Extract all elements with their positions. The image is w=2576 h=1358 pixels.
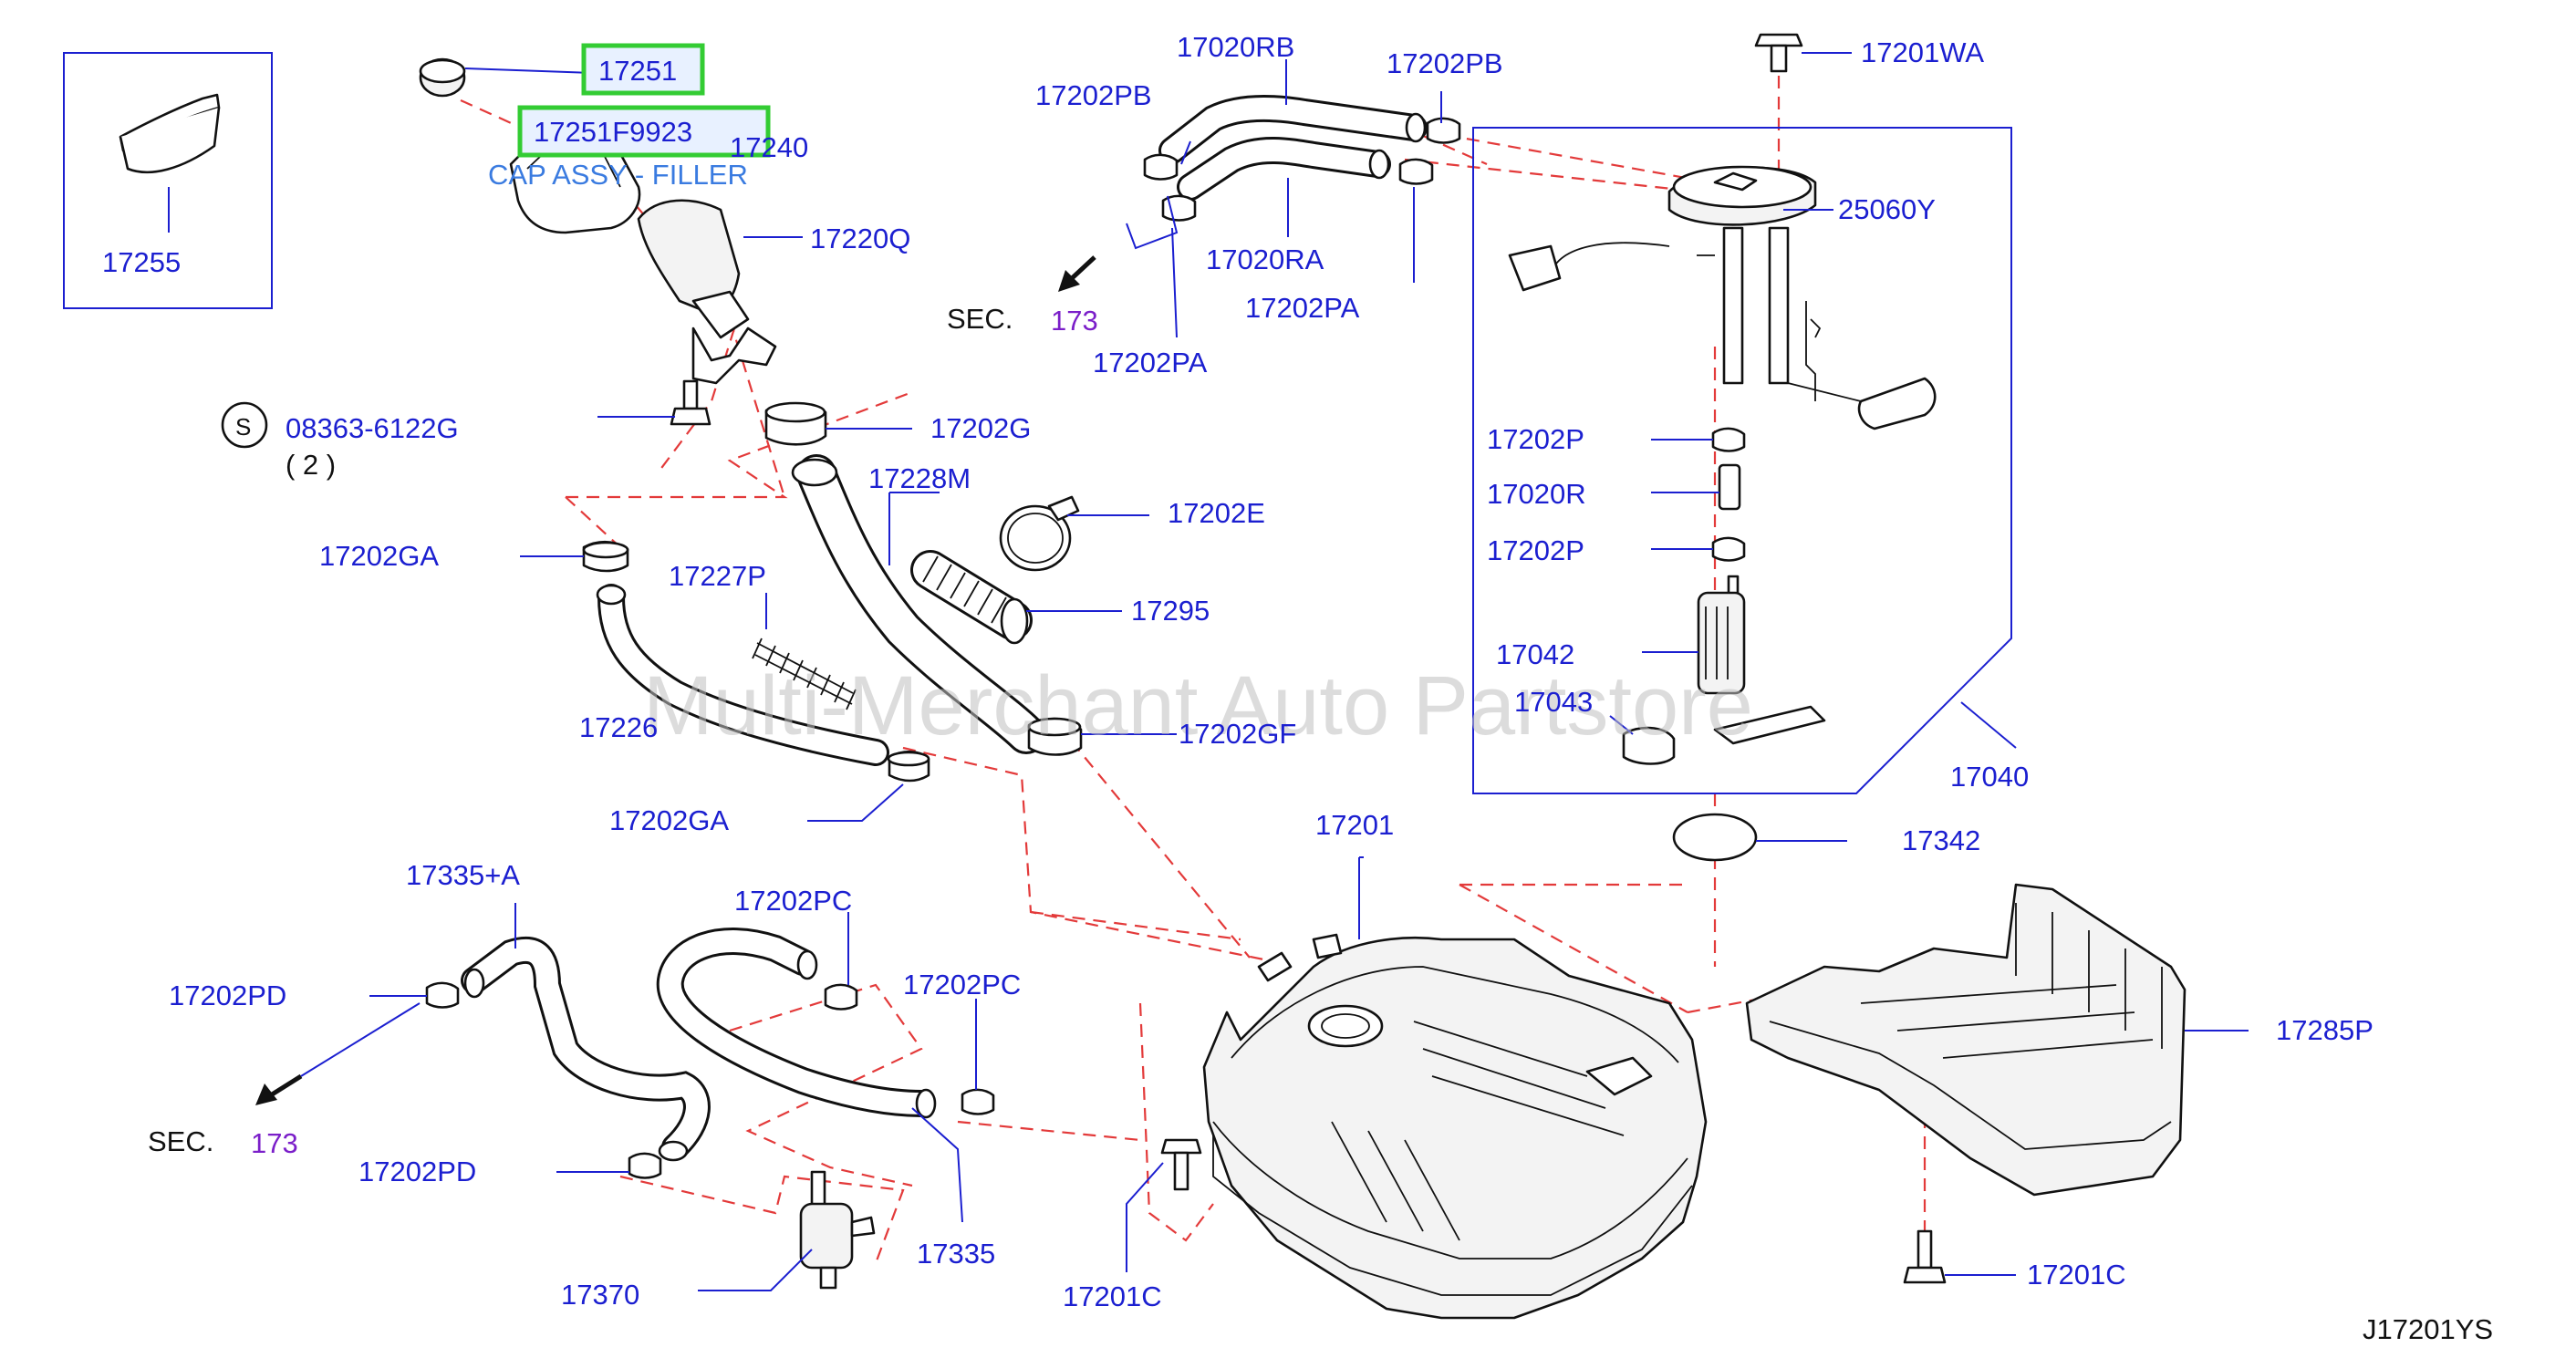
- label-cap-assy-filler[interactable]: CAP ASSY - FILLER: [488, 159, 748, 191]
- clamp-17202pd-bottom: [556, 1152, 662, 1179]
- label-17228m[interactable]: 17228M: [868, 462, 971, 494]
- label-17202pa-left[interactable]: 17202PA: [1093, 347, 1208, 378]
- label-08363-6122g[interactable]: 08363-6122G: [286, 412, 459, 444]
- clamp-17202g: [764, 401, 912, 446]
- label-17295[interactable]: 17295: [1131, 595, 1210, 627]
- label-17201c-left[interactable]: 17201C: [1063, 1280, 1162, 1312]
- clamp-17202pd-top: [369, 981, 460, 1009]
- highlight-box-17251f9923: [517, 105, 771, 158]
- label-25060y[interactable]: 25060Y: [1838, 193, 1936, 225]
- label-17251[interactable]: 17251: [598, 55, 677, 87]
- bolt-17201c-left: [1126, 1138, 1202, 1272]
- clamp-17202ga-bottom: [807, 750, 930, 822]
- s-mark: S: [235, 413, 251, 441]
- label-17202ga-bottom[interactable]: 17202GA: [609, 804, 729, 836]
- label-17202pd-top[interactable]: 17202PD: [169, 980, 286, 1011]
- skid-plate-17285p: [1745, 883, 2249, 1197]
- label-17202pb-left[interactable]: 17202PB: [1035, 79, 1152, 111]
- clamp-17202pc-right: [961, 999, 995, 1115]
- label-17042[interactable]: 17042: [1496, 638, 1574, 670]
- label-17202pc-top[interactable]: 17202PC: [734, 885, 852, 917]
- vent-hoses-top: [1126, 59, 1461, 338]
- label-17226[interactable]: 17226: [579, 711, 658, 743]
- clamp-17202e: [999, 495, 1149, 572]
- sec-arrow-bottom: [255, 1002, 421, 1105]
- clamp-17202pc-top: [824, 912, 858, 1011]
- label-17202g[interactable]: 17202G: [930, 412, 1031, 444]
- label-17202p-upper[interactable]: 17202P: [1487, 423, 1584, 455]
- canister-17370: [698, 1170, 876, 1291]
- label-17202ga-top[interactable]: 17202GA: [319, 540, 439, 572]
- hose-17335a: [461, 903, 711, 1162]
- label-17285p[interactable]: 17285P: [2276, 1014, 2373, 1046]
- label-17370[interactable]: 17370: [561, 1279, 639, 1311]
- label-17335[interactable]: 17335: [917, 1238, 995, 1270]
- watermark-text: Multi-Merchant Auto Partstore: [643, 659, 1753, 752]
- label-17020r[interactable]: 17020R: [1487, 478, 1586, 510]
- label-sec-top: SEC.: [947, 303, 1013, 335]
- hose-17295: [910, 550, 1122, 645]
- label-17335-a[interactable]: 17335+A: [406, 859, 520, 891]
- label-sec-top-number[interactable]: 173: [1051, 305, 1098, 337]
- hose-17226: [596, 584, 889, 766]
- label-17342[interactable]: 17342: [1902, 824, 1980, 856]
- fuel-tank-17201: [1202, 856, 1708, 1320]
- part-labels: 17255 17251 17251F9923 17240 CAP ASSY - …: [102, 31, 2493, 1345]
- clamp-17202gf: [1027, 717, 1177, 756]
- diagram-code: J17201YS: [2363, 1313, 2493, 1345]
- label-17043[interactable]: 17043: [1514, 686, 1593, 718]
- sec-arrow-top: [1058, 255, 1096, 292]
- inset-17255: [63, 52, 273, 309]
- filler-tube-17228m: [791, 454, 1046, 754]
- label-17202pb-right[interactable]: 17202PB: [1387, 47, 1503, 79]
- label-17202pd-bottom[interactable]: 17202PD: [358, 1156, 476, 1187]
- clamp-17202ga-top: [520, 540, 629, 573]
- label-sec-bottom-number[interactable]: 173: [251, 1127, 298, 1159]
- label-17202p-lower[interactable]: 17202P: [1487, 534, 1584, 566]
- label-17220q[interactable]: 17220Q: [810, 223, 910, 254]
- pump-module-box: [1472, 33, 2017, 862]
- label-17201wa[interactable]: 17201WA: [1861, 36, 1984, 68]
- label-17202pc-right[interactable]: 17202PC: [903, 969, 1021, 1000]
- label-17020ra[interactable]: 17020RA: [1206, 244, 1324, 275]
- bolt-17201c-right: [1903, 1229, 2016, 1284]
- label-17251f9923[interactable]: 17251F9923: [534, 116, 692, 148]
- label-sec-bottom: SEC.: [148, 1125, 213, 1157]
- label-17202e[interactable]: 17202E: [1168, 497, 1265, 529]
- label-17201[interactable]: 17201: [1315, 809, 1394, 841]
- label-17227p[interactable]: 17227P: [669, 560, 766, 592]
- highlight-box-17251: [581, 43, 705, 96]
- label-17020rb[interactable]: 17020RB: [1177, 31, 1294, 63]
- screw-08363: [221, 379, 712, 449]
- label-17202gf[interactable]: 17202GF: [1179, 718, 1296, 750]
- label-17201c-right[interactable]: 17201C: [2027, 1259, 2126, 1291]
- label-17255[interactable]: 17255: [102, 246, 181, 278]
- label-qty-2: ( 2 ): [286, 449, 336, 481]
- hose-17335: [656, 928, 963, 1223]
- label-17240[interactable]: 17240: [730, 131, 808, 163]
- label-17202pa-right[interactable]: 17202PA: [1245, 292, 1360, 324]
- label-17040[interactable]: 17040: [1950, 761, 2029, 793]
- spring-17227p: [752, 593, 857, 710]
